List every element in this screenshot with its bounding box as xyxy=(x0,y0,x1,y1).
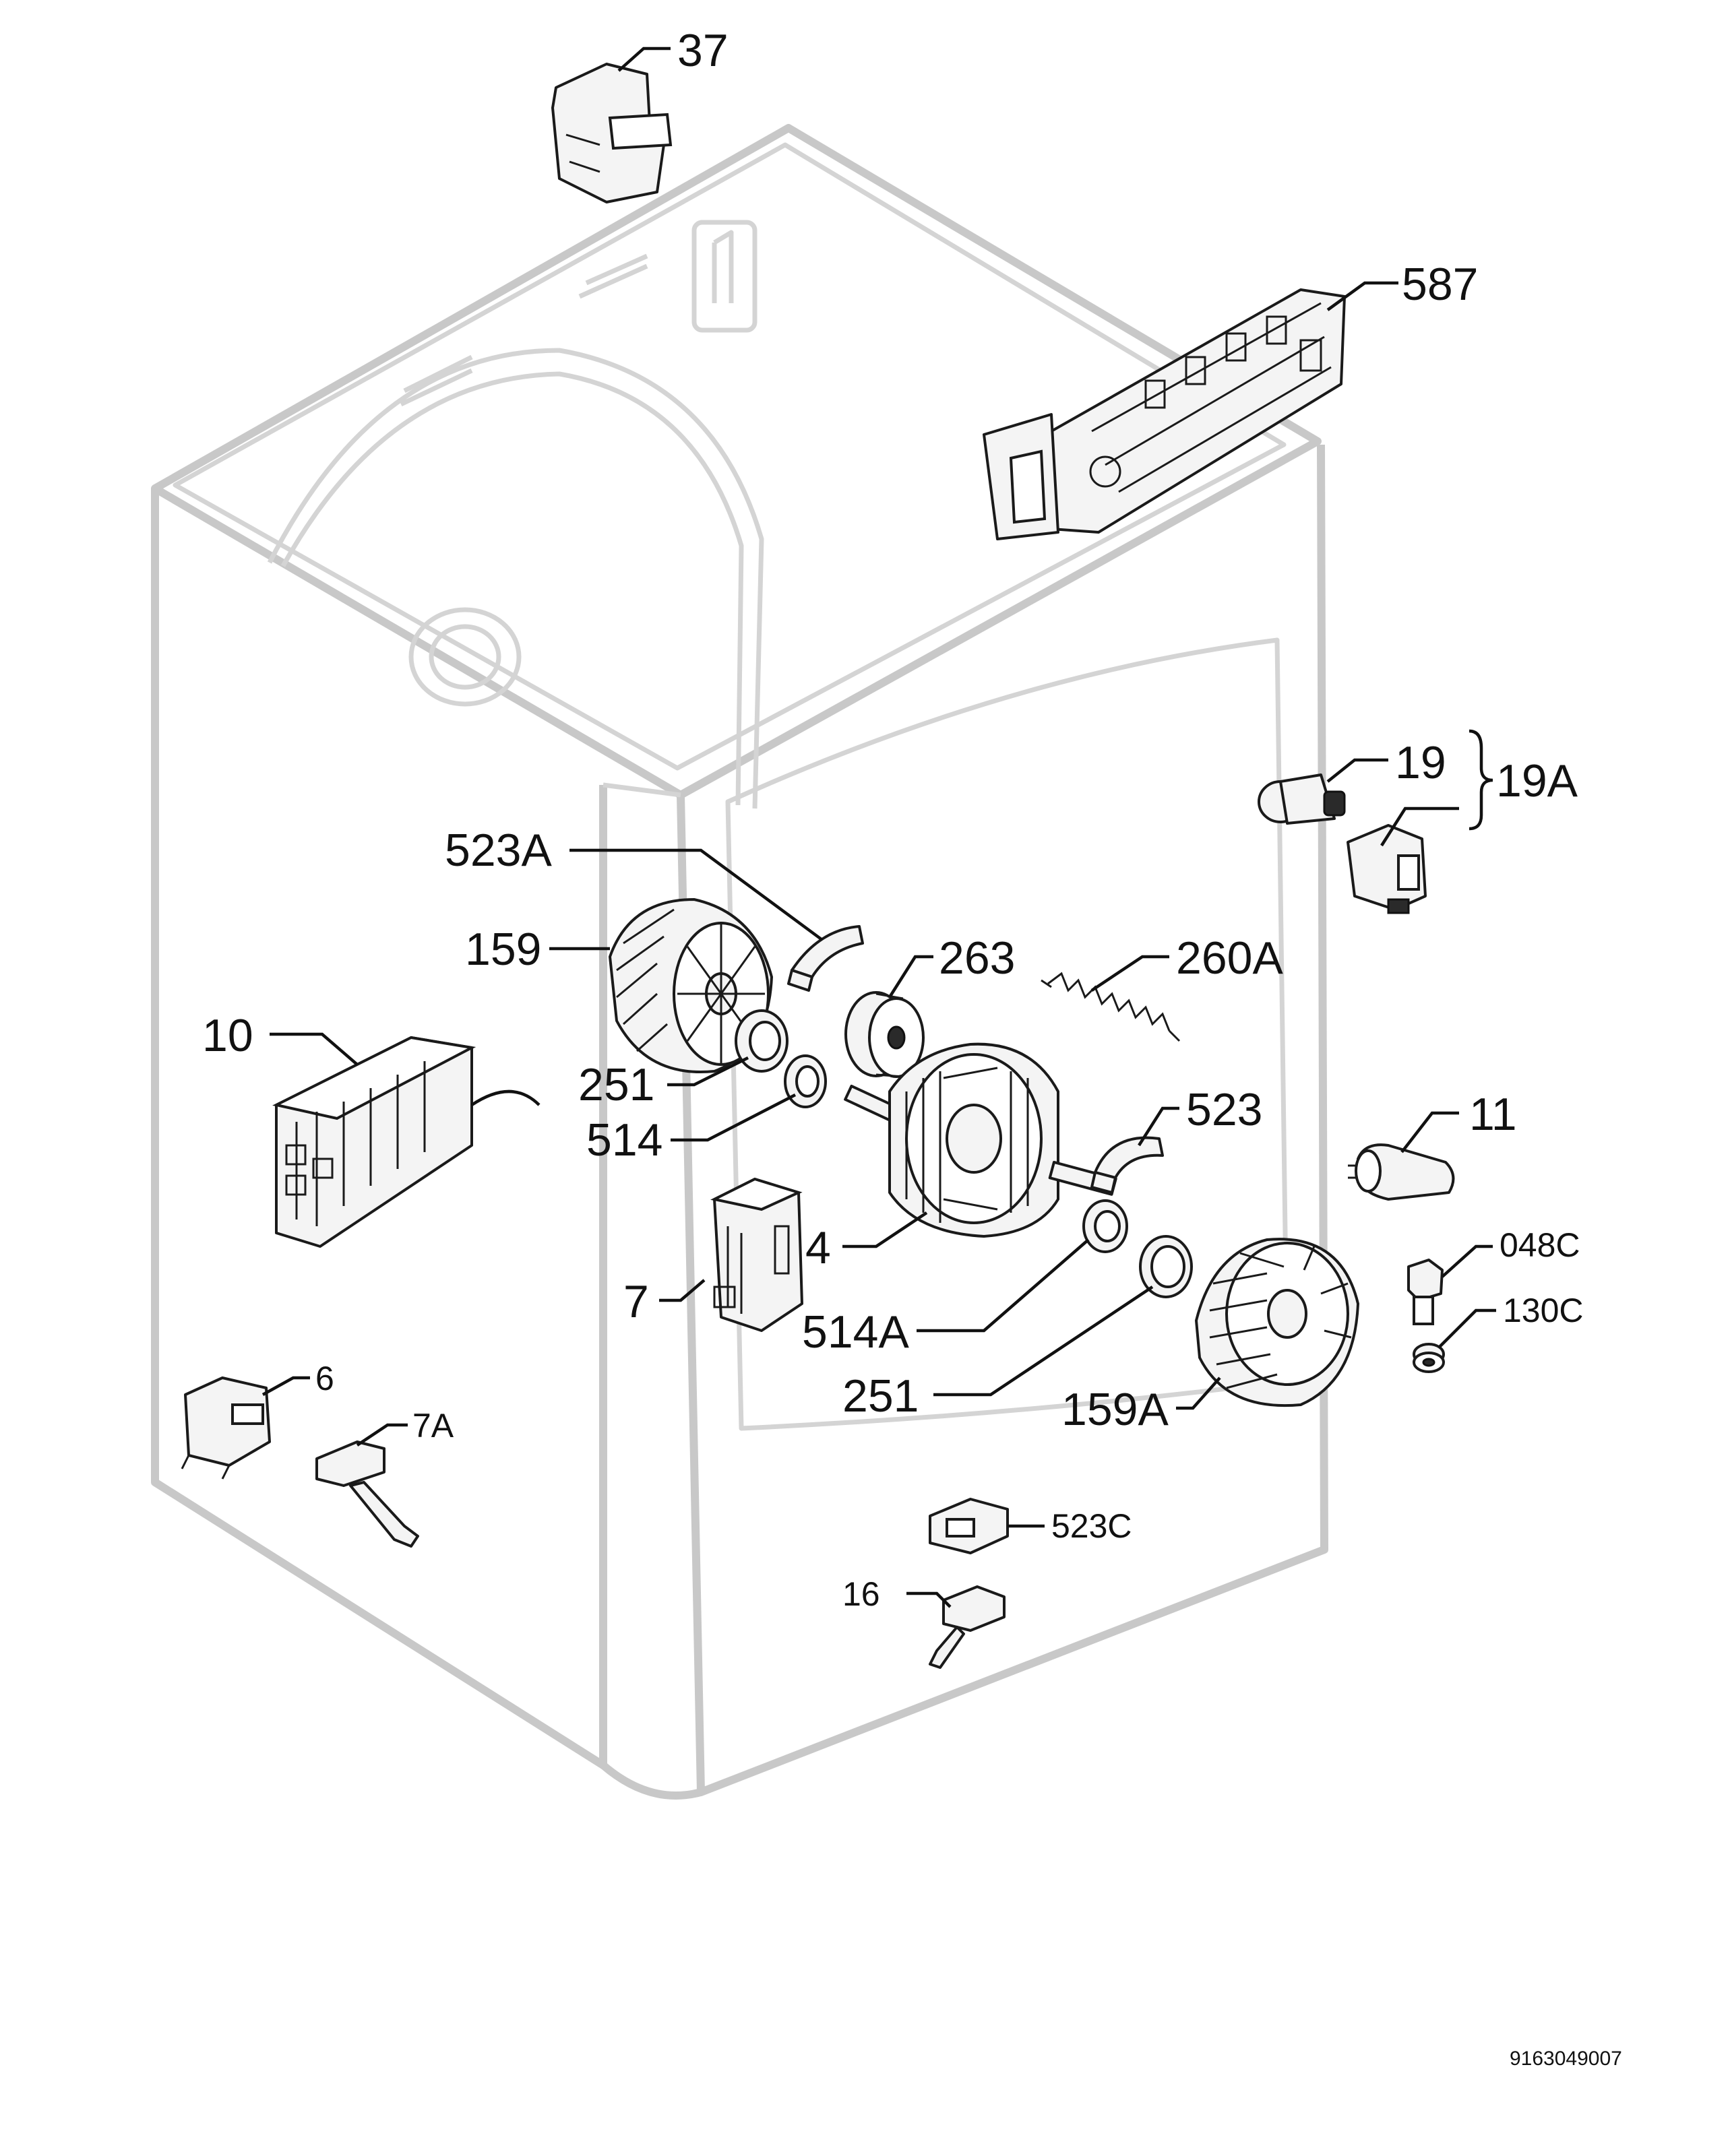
part-10-heater-element xyxy=(272,1036,540,1248)
part-523c-bracket xyxy=(929,1498,1009,1554)
label-11: 11 xyxy=(1469,1089,1517,1140)
leader-263 xyxy=(888,955,933,998)
part-263-motor-pulley xyxy=(844,991,925,1078)
label-19a: 19A xyxy=(1496,755,1578,806)
leader-523a xyxy=(569,848,824,941)
leader-7 xyxy=(659,1279,706,1302)
part-514a-seal xyxy=(1082,1199,1128,1253)
label-130c: 130C xyxy=(1503,1292,1584,1329)
leader-587 xyxy=(1326,281,1398,311)
part-048c-connector xyxy=(1407,1259,1444,1325)
leader-19 xyxy=(1326,758,1388,783)
label-523: 523 xyxy=(1186,1084,1262,1135)
leader-260a xyxy=(1090,955,1169,992)
drawing-code: 9163049007 xyxy=(1510,2048,1622,2070)
leader-514 xyxy=(671,1093,797,1142)
part-159-drum-wheel xyxy=(609,898,773,1073)
label-16: 16 xyxy=(842,1575,880,1613)
part-16-door-switch xyxy=(929,1585,1006,1669)
leader-159a xyxy=(1176,1376,1221,1410)
bracket-19a xyxy=(1469,729,1493,831)
part-37-interlock xyxy=(551,63,673,203)
label-587: 587 xyxy=(1402,259,1478,310)
part-523a-bearing-shell xyxy=(787,925,864,992)
leader-11 xyxy=(1400,1111,1459,1153)
leader-10 xyxy=(270,1032,359,1066)
label-10: 10 xyxy=(202,1010,253,1061)
label-523c: 523C xyxy=(1051,1507,1132,1545)
label-6: 6 xyxy=(315,1360,334,1397)
label-19: 19 xyxy=(1395,737,1446,788)
part-587-control-board xyxy=(983,288,1346,540)
part-19-sensor xyxy=(1258,773,1346,825)
label-048c: 048C xyxy=(1500,1226,1580,1264)
label-263: 263 xyxy=(939,932,1015,984)
part-11-capacitor xyxy=(1348,1143,1455,1201)
leader-6 xyxy=(261,1376,310,1396)
label-159a: 159A xyxy=(1061,1384,1169,1435)
part-514-seal xyxy=(784,1054,827,1108)
leader-251-lower xyxy=(933,1286,1154,1397)
label-251-lower: 251 xyxy=(842,1370,919,1422)
leader-19a-lower xyxy=(1380,806,1459,847)
part-523-bearing-shell xyxy=(1090,1136,1164,1194)
label-37: 37 xyxy=(677,25,729,76)
leader-37 xyxy=(617,46,671,72)
part-4-motor xyxy=(844,1042,1117,1238)
part-260a-spring xyxy=(1041,972,1181,1042)
part-6-interference-filter xyxy=(181,1376,271,1480)
leader-16 xyxy=(906,1591,952,1608)
label-251-upper: 251 xyxy=(578,1059,654,1110)
label-514: 514 xyxy=(586,1114,662,1166)
label-514a: 514A xyxy=(802,1306,909,1358)
part-19a-sensor-holder xyxy=(1347,824,1427,914)
label-4: 4 xyxy=(805,1222,831,1273)
leader-7a xyxy=(356,1423,408,1447)
part-251-lower-seal xyxy=(1139,1235,1193,1298)
label-7: 7 xyxy=(623,1276,649,1327)
part-7a-microswitch xyxy=(315,1440,419,1548)
leader-514a xyxy=(917,1238,1090,1333)
part-251-upper-seal xyxy=(735,1009,789,1073)
label-523a: 523A xyxy=(445,825,552,876)
part-159a-fan-impeller xyxy=(1195,1238,1359,1407)
label-260a: 260A xyxy=(1176,932,1283,984)
leader-048c xyxy=(1441,1244,1493,1278)
part-130c-grommet xyxy=(1413,1343,1445,1373)
leader-130c xyxy=(1438,1308,1496,1349)
part-7-door-switch xyxy=(710,1177,803,1332)
leader-251-upper xyxy=(667,1056,749,1087)
leader-4 xyxy=(842,1211,928,1248)
leader-523 xyxy=(1138,1106,1179,1147)
label-159: 159 xyxy=(465,924,541,975)
label-7a: 7A xyxy=(412,1407,454,1445)
